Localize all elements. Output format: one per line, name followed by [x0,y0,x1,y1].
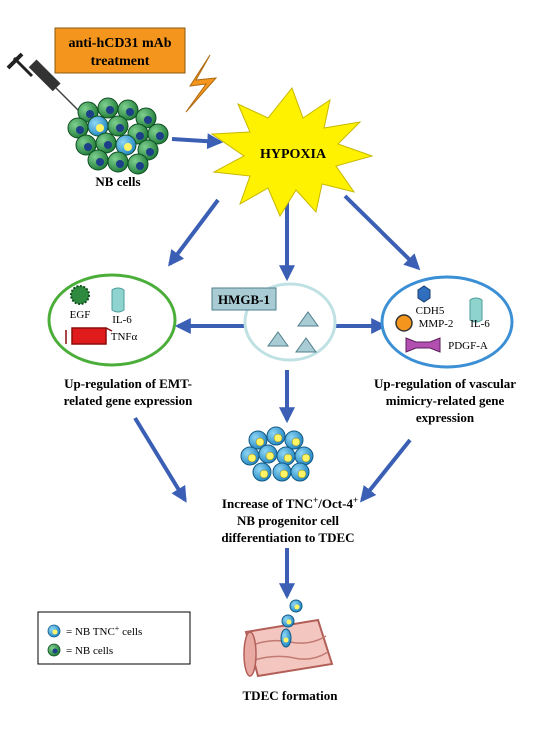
lightning-bolt-icon [185,54,218,113]
progenitor-line1: Increase of TNC+/Oct-4+ [222,495,358,511]
hmgb1-triangle-icon [267,331,289,347]
treatment-line2: treatment [91,54,150,69]
arrow-vm-to-progenitor [360,438,412,503]
treatment-line1: anti-hCD31 mAb [68,36,171,51]
tnfa-icon [65,327,113,345]
tdec-formation-label: TDEC formation [243,688,339,703]
emt-caption-line2: related gene expression [64,393,194,408]
emt-caption-line1: Up-regulation of EMT- [64,376,192,391]
tnc-cell-nuclei [247,433,311,479]
tdec-vessel [243,618,334,678]
nb-cells-label: NB cells [95,174,140,189]
treatment-box: anti-hCD31 mAb treatment [54,27,186,74]
egf-label: EGF [70,309,91,321]
syringe-icon [6,52,81,113]
hypoxia-label: HYPOXIA [260,147,327,162]
legend: = NB TNC+ cells = NB cells [37,611,191,665]
tnfa-label: TNFα [111,331,138,343]
pdgfa-label: PDGF-A [448,340,488,352]
mmp2-icon [395,314,413,332]
vm-caption-line1: Up-regulation of vascular [374,376,516,391]
nb-cell-nuclei [76,106,164,170]
tdec-cell-nuclei [283,604,300,643]
arrow-emt-to-progenitor [133,416,187,503]
egf-icon [70,285,90,305]
il6-icon-vm [469,297,483,323]
progenitor-line3: differentiation to TDEC [221,530,354,545]
emt-panel: EGF IL-6 TNFα [47,273,177,367]
hmgb1-triangle-icon [295,337,317,353]
emt-il6-label: IL-6 [112,314,132,326]
hypoxia-burst [210,86,374,218]
il6-icon-emt [111,287,125,313]
hmgb1-label: HMGB-1 [218,292,270,307]
arrow-hypoxia-to-vm [343,194,421,271]
progenitor-line2: NB progenitor cell [237,513,339,528]
hmgb1-box [211,287,277,311]
hmgb1-triangle-icon [297,311,319,327]
flow-arrows [133,133,421,600]
legend-nb-label: = NB cells [66,645,113,657]
hmgb1-panel: HMGB-1 [211,282,337,362]
mmp2-label: MMP-2 [419,318,454,330]
vm-il6-label: IL-6 [470,318,490,330]
cdh5-icon [417,285,431,303]
arrow-hypoxia-to-emt [168,198,220,267]
vm-caption-line3: expression [416,410,475,425]
cdh5-label: CDH5 [416,305,445,317]
pdgfa-icon [405,337,441,353]
legend-tnc-label: = NB TNC+ cells [66,624,142,638]
vm-panel: CDH5 MMP-2 IL-6 PDGF-A [380,275,514,369]
vm-caption-line2: mimicry-related gene [386,393,505,408]
arrow-nb-to-hypoxia [171,133,224,150]
